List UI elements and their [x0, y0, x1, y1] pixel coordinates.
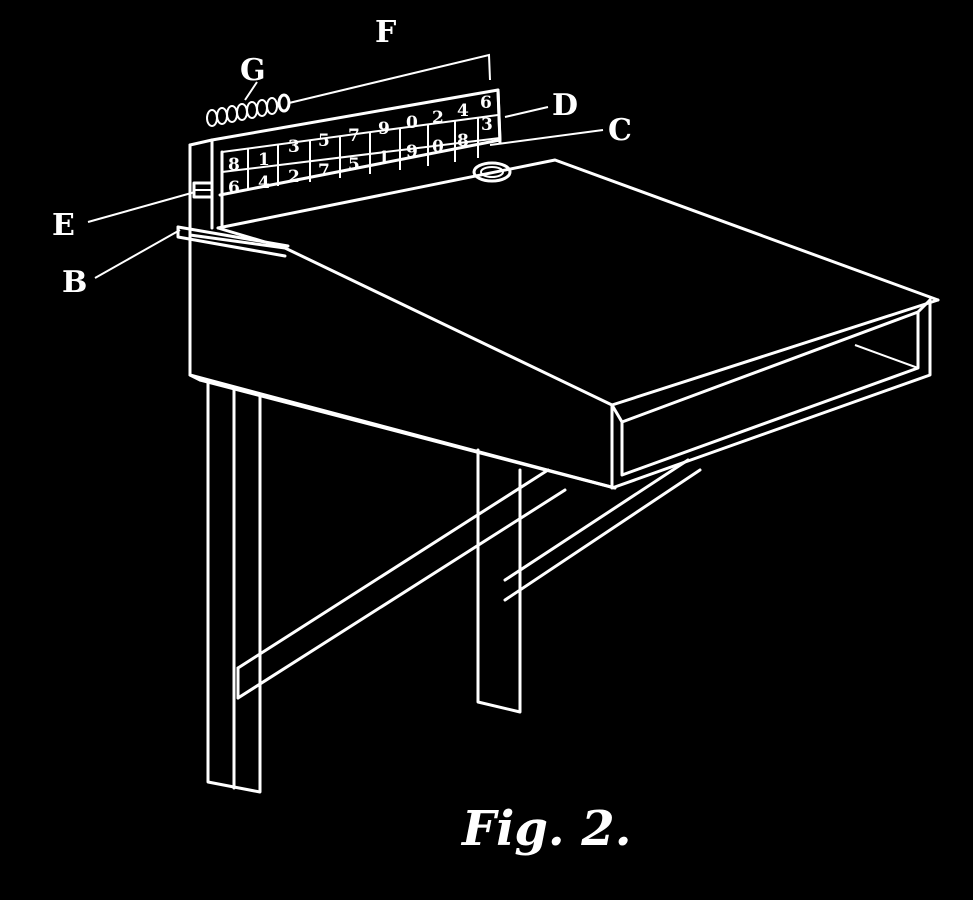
desk-body: [188, 233, 617, 490]
counter-digit: 1: [378, 148, 390, 168]
counter-top-row: 8 1 3 5 7 9 0 2 4 6: [228, 93, 492, 175]
counter-digit: 8: [228, 155, 240, 175]
counter-digit: 6: [480, 93, 492, 113]
diagonal-brace-front: [236, 468, 567, 700]
counter-digit: 5: [348, 155, 360, 175]
label-b: B: [62, 265, 87, 300]
label-e: E: [52, 208, 75, 243]
coil-spring: [206, 93, 291, 127]
ink-well: [472, 161, 512, 183]
pen-ledge: [610, 298, 932, 490]
leader-lines: [87, 81, 604, 279]
counter-digit: 5: [318, 131, 330, 151]
label-c: C: [608, 113, 632, 148]
counter-digit: 0: [432, 137, 444, 157]
right-rear-leg: [476, 448, 522, 714]
counter-digit: 7: [348, 126, 360, 146]
counter-middle-row: 6 4 2 7 5 1 9 0 8 3: [228, 115, 493, 198]
figure-caption: Fig. 2.: [460, 801, 631, 857]
label-g: G: [240, 53, 266, 88]
desk-top: [176, 158, 940, 407]
counter-digit: 1: [258, 150, 270, 170]
counter-digit: 6: [228, 178, 240, 198]
label-d: D: [552, 88, 578, 123]
counter-digit: 4: [457, 101, 469, 121]
counter-digit: 8: [457, 131, 469, 151]
counter-digit: 9: [406, 142, 418, 162]
diagonal-brace-rear: [503, 458, 702, 602]
dimension-bracket-f: [288, 53, 491, 104]
counter-digit: 4: [258, 173, 270, 193]
counter-digit: 2: [288, 167, 300, 187]
counter-digit: 7: [318, 161, 330, 181]
counter-digit: 9: [378, 119, 390, 139]
counter-digit: 0: [406, 113, 418, 133]
left-front-leg: [206, 378, 262, 794]
counter-grid: [247, 117, 479, 190]
latch-part-e: [192, 181, 214, 199]
counter-digit: 3: [288, 137, 300, 157]
counter-digit: 2: [432, 108, 444, 128]
label-f: F: [375, 15, 396, 50]
counter-digit: 3: [481, 115, 493, 135]
